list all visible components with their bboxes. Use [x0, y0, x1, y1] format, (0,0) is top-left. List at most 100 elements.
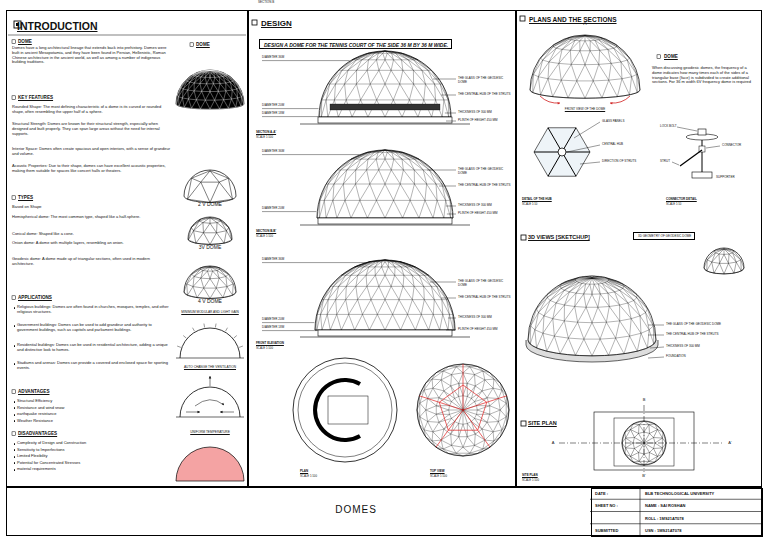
leader-line — [446, 121, 456, 122]
dimension-line — [262, 262, 365, 263]
arrow-head — [220, 411, 223, 414]
frequency-line — [463, 402, 487, 410]
sheet-label: B' — [640, 474, 648, 479]
heading-icon — [520, 16, 525, 21]
strut — [680, 150, 702, 166]
sheet-label: A — [549, 441, 557, 446]
node-text: USN : 1MS21AT078 — [645, 529, 681, 534]
sheet-label: SITE PLAN — [522, 474, 562, 478]
supporter — [692, 172, 712, 178]
sheet-label: DIAMETER 36M — [262, 150, 307, 154]
dome-outline — [417, 364, 509, 456]
temperature-dome — [176, 447, 244, 481]
sheet-label: 3D VIEWS [SKETCHUP] — [528, 234, 628, 241]
sheet-label: Complexity of Design and Construction — [17, 441, 167, 446]
dimension-line — [262, 60, 350, 61]
tennis-court — [328, 396, 368, 424]
heading-icon — [521, 235, 526, 240]
light-ray — [183, 336, 186, 339]
air-flow — [195, 400, 224, 406]
sheet-label: MINIMUM MODULAR AND LIGHT GAIN — [172, 311, 248, 315]
sheet-label: Acoustic Properties: Due to their shape,… — [12, 164, 172, 174]
node-text: SUBMITTED — [595, 529, 618, 534]
sheet-label: THE CENTRAL HUB OF THE STRUTS — [666, 333, 760, 337]
sheet-label: UNIFORM TEMPERATURE — [172, 431, 248, 435]
sheet-label: SCALE 1:100 — [522, 479, 562, 482]
plan-wall — [315, 380, 360, 440]
sheet-label: Religious buildings: Domes are often fou… — [17, 305, 172, 315]
rotation-arrow — [540, 96, 560, 103]
sheet-label: THE GLASS OF THE GEODESIC DOME — [458, 280, 512, 287]
sheet-label: THE GLASS OF THE GEODESIC DOME — [458, 77, 512, 84]
sheet-label: PLINTH OF HEIGHT 450 MM — [458, 119, 512, 123]
sheet-label: THE GLASS OF THE GEODESIC DOME — [666, 323, 760, 327]
sheet-label: SECTION A-A' — [256, 131, 306, 135]
sheet-label: Potential for Concentrated Stresses — [17, 461, 167, 466]
sheet-label: THE CENTRAL HUB OF THE STRUTS — [458, 296, 512, 300]
heading-icon — [252, 20, 257, 25]
heading-icon — [521, 421, 526, 426]
dome-mesh — [417, 364, 509, 456]
sheet-label: SECTION B-B' — [256, 230, 306, 234]
sheet-label: Interior Space: Domes often create spaci… — [12, 147, 172, 157]
sheet-label: Domes have a long architectural lineage … — [12, 46, 172, 65]
sheet-label: Conical dome: Shaped like a cone. — [12, 232, 172, 237]
section-line — [559, 443, 724, 444]
ground-line — [300, 337, 470, 338]
sheet-label: Limited Flexibility — [17, 454, 167, 459]
bullet-dot — [14, 462, 16, 464]
frequency-line — [478, 430, 490, 447]
sheet-label: PLINTH OF HEIGHT 450 MM — [458, 328, 512, 332]
leader-line — [648, 357, 664, 358]
subheading-icon — [657, 55, 661, 59]
frequency-line — [439, 402, 448, 430]
sheet-label: PLINTH OF HEIGHT 450 MM — [458, 212, 512, 216]
panel-box: DESIGN A DOME FOR THE TENNIS COURT OF TH… — [259, 39, 452, 49]
dome-mesh — [187, 171, 232, 203]
frequency-line — [463, 410, 478, 430]
sheet-label: Onion dome: A dome with multiple layers,… — [12, 241, 172, 246]
sheet-label: SITE PLAN — [528, 420, 588, 427]
sheet-label: When discussing geodesic domes, the freq… — [652, 66, 756, 85]
sheet-label: SECTION B — [258, 1, 298, 5]
ground-line — [300, 225, 470, 226]
leader-line — [427, 170, 456, 171]
sheet-label: SCALE 1:100 — [256, 347, 306, 350]
sheet-label: PLAN — [300, 470, 340, 474]
node-text: 3D GEOMETRY OF GEODESIC DOME — [638, 235, 691, 239]
light-ray — [177, 346, 181, 347]
light-ray — [234, 336, 237, 339]
sheet-label: SCALE 1:100 — [256, 136, 306, 139]
sheet-label: 2 V DOME — [175, 201, 245, 207]
leader-line — [650, 347, 664, 348]
arrow-line — [186, 412, 200, 413]
plinth — [318, 330, 452, 336]
sheet-label: Based on Shape — [12, 205, 172, 210]
dome-outline — [319, 51, 451, 117]
leader-line — [446, 330, 456, 331]
sheet-label: CENTRAL HUB — [602, 143, 642, 147]
sheet-label: DIAMETER 20M — [262, 207, 307, 211]
dome-mesh — [184, 267, 236, 299]
dome-outline — [315, 260, 455, 330]
bullet-dot — [14, 420, 16, 422]
leader-line — [677, 127, 697, 131]
arrow-head — [610, 102, 613, 104]
subheading-icon — [12, 390, 16, 394]
node-text: NAME : SAI ROSHAN — [645, 504, 685, 509]
panel-box: 3D GEOMETRY OF GEODESIC DOME — [633, 232, 695, 240]
sheet-label: KEY FEATURES — [18, 95, 98, 101]
ventilation-dome — [180, 387, 240, 417]
subheading-icon — [12, 196, 16, 200]
lock-bolt — [698, 129, 706, 135]
dome-mesh — [704, 249, 744, 274]
sheet-label: SCALE 1:10 — [666, 203, 706, 206]
sheet-label: Sensitivity to Imperfections — [17, 448, 167, 453]
dome-outline — [176, 70, 244, 109]
sheet-label: AUTO CHANGE THE VENTILATION — [172, 366, 248, 370]
dimension-line — [262, 322, 314, 323]
node-text: DESIGN A DOME FOR THE TENNIS COURT OF TH… — [264, 42, 448, 48]
plinth — [318, 117, 452, 123]
dome-mesh — [319, 51, 451, 117]
